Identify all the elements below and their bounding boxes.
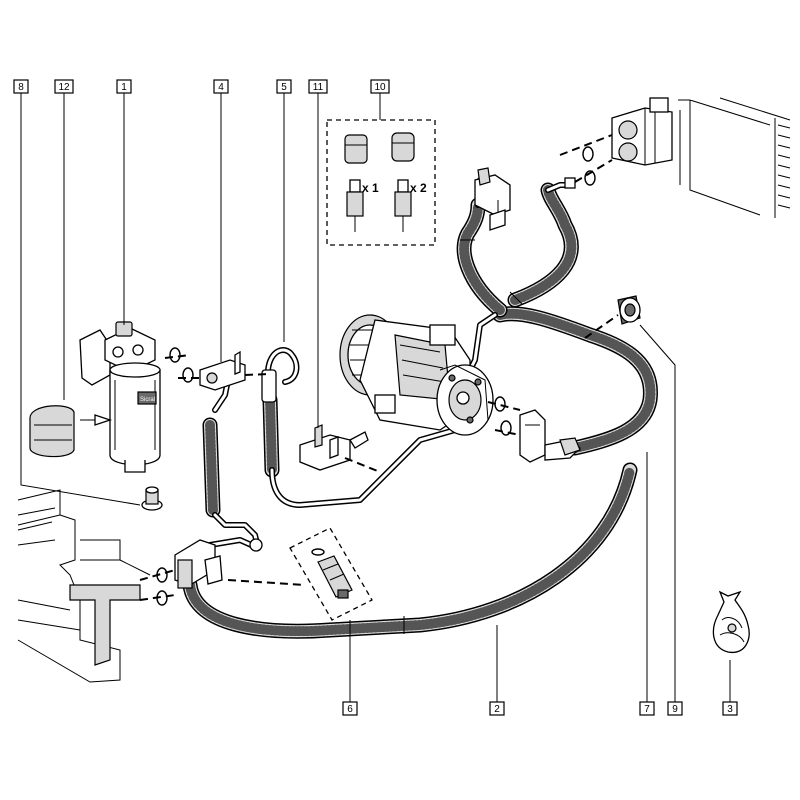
- oil-bag-3: [712, 590, 750, 653]
- hose-4: [187, 377, 261, 563]
- upper-fittings: [474, 146, 596, 231]
- compressor-pipe: [467, 312, 498, 373]
- evaporator-outline: [678, 97, 791, 218]
- callout-11: 11: [308, 79, 328, 94]
- o-rings-drier: [169, 347, 194, 383]
- callout-9: 9: [667, 701, 683, 716]
- svg-text:6: 6: [347, 704, 353, 715]
- condenser-fitting: [156, 538, 263, 606]
- hose-2: [182, 462, 638, 639]
- svg-text:7: 7: [644, 704, 650, 715]
- leader-lines: [20, 93, 731, 702]
- valve-qty-right: x 2: [410, 181, 427, 195]
- callout-4: 4: [213, 79, 229, 94]
- receiver-drier-label: Sicral: [140, 397, 155, 403]
- valve-cap-left: [344, 134, 368, 164]
- valve-kit-box-10: x 1 x 2: [326, 119, 436, 246]
- svg-text:9: 9: [672, 704, 678, 715]
- service-cap-9: [617, 295, 641, 325]
- pipe-5: [261, 347, 458, 508]
- valve-core-left: [346, 179, 364, 232]
- callout-8: 8: [13, 79, 29, 94]
- hose-7: [492, 306, 658, 456]
- expansion-valve: [611, 97, 673, 166]
- callout-7: 7: [639, 701, 655, 716]
- callout-3: 3: [722, 701, 738, 716]
- o-rings-compressor: [494, 396, 512, 436]
- fitting-compressor-hoses: [519, 409, 581, 463]
- pressure-switch-11: [299, 424, 369, 471]
- callout-10: 10: [370, 79, 390, 94]
- svg-text:4: 4: [218, 82, 224, 93]
- svg-text:5: 5: [281, 82, 287, 93]
- callout-2: 2: [489, 701, 505, 716]
- valve-qty-left: x 1: [362, 181, 379, 195]
- callout-5: 5: [276, 79, 292, 94]
- svg-text:1: 1: [121, 82, 127, 93]
- assembly-lines: [139, 134, 619, 601]
- switch-box-6: [289, 527, 373, 621]
- condenser-outline: [17, 489, 151, 683]
- svg-text:11: 11: [313, 82, 324, 93]
- valve-cap-right: [391, 132, 415, 162]
- compressor: [339, 314, 494, 436]
- svg-text:3: 3: [727, 704, 733, 715]
- valve-core-right: [394, 179, 412, 232]
- svg-text:8: 8: [18, 82, 24, 93]
- svg-text:10: 10: [374, 82, 386, 93]
- grommet-8: [141, 486, 163, 511]
- pressure-switch-6: [311, 548, 353, 599]
- svg-text:2: 2: [494, 704, 500, 715]
- receiver-drier: Sicral: [79, 321, 161, 473]
- callout-6: 6: [342, 701, 358, 716]
- callout-12: 12: [54, 79, 74, 94]
- fitting-4: [199, 350, 246, 391]
- svg-text:12: 12: [58, 82, 70, 93]
- evaporator-fins: [777, 124, 791, 209]
- receiver-drier-bracket: [29, 405, 113, 458]
- callout-1: 1: [116, 79, 132, 94]
